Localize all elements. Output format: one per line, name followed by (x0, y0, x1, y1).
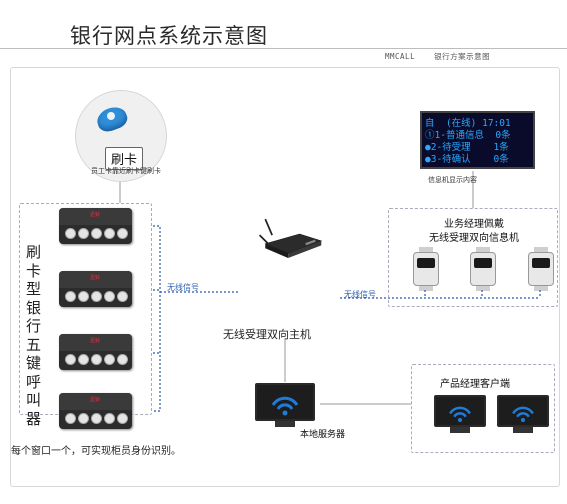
wifi-icon (271, 396, 299, 416)
host-label: 无线受理双向主机 (223, 328, 311, 341)
pager-device-1: 迅铃 (59, 208, 132, 244)
server-monitor (255, 383, 315, 427)
header-right: MMCALL 银行方案示意图 (385, 51, 504, 62)
header-subtitle: 银行方案示意图 (434, 52, 491, 61)
screen-line-2: ①1-普通信息 0条 (425, 130, 511, 141)
bottom-note: 每个窗口一个，可实现柜员身份识别。 (11, 446, 181, 457)
wifi-icon (512, 406, 534, 423)
info-screen: 自 (在线) 17:01 ①1-普通信息 0条 ●2-待受理 1条 ●3-待确认… (420, 111, 535, 169)
pager-key (78, 354, 89, 365)
manager-label-line2: 无线受理双向信息机 (429, 233, 519, 244)
pager-brand: 迅铃 (90, 397, 101, 403)
client-monitor-2 (497, 395, 549, 433)
header-brand: MMCALL (385, 52, 416, 61)
host-device (258, 218, 323, 258)
rfid-tag-hole (107, 112, 115, 120)
pager-key (104, 291, 115, 302)
pager-key (91, 354, 102, 365)
pager-key (117, 291, 128, 302)
pager-key (65, 354, 76, 365)
pager-key (78, 228, 89, 239)
watch-icon (470, 247, 496, 291)
product-manager-label: 产品经理客户端 (440, 379, 510, 390)
card-label: 刷卡 (105, 147, 144, 170)
pager-bus-line (153, 225, 161, 412)
manager-label-line1: 业务经理佩戴 (444, 219, 504, 230)
pager-key (91, 291, 102, 302)
pager-key (78, 291, 89, 302)
pager-device-4: 迅铃 (59, 393, 132, 429)
pager-key (78, 413, 89, 424)
pager-brand: 迅铃 (90, 212, 101, 218)
screen-line-4: ●3-待确认 0条 (425, 154, 509, 165)
header-divider (0, 48, 567, 49)
pager-key (91, 413, 102, 424)
client-monitor-1 (434, 395, 486, 433)
screen-caption: 信息机显示内容 (428, 176, 477, 184)
pager-key (65, 291, 76, 302)
pager-brand: 迅铃 (90, 338, 101, 344)
watch-icon (413, 247, 439, 291)
page-title: 银行网点系统示意图 (70, 24, 268, 48)
pager-key (104, 413, 115, 424)
antenna-icon (264, 218, 273, 236)
card-description: 员工卡靠近刷卡键刷卡 (91, 167, 161, 175)
pager-key (104, 228, 115, 239)
signal-left-label: 无线信号 (167, 283, 199, 292)
pager-key (117, 228, 128, 239)
pager-brand: 迅铃 (90, 275, 101, 281)
manager-group (388, 208, 558, 307)
product-manager-group (411, 364, 555, 453)
pager-group-label: 刷 卡 型 银 行 五 键 呼 叫 器 (26, 243, 42, 428)
antenna-icon (258, 234, 270, 245)
diagram-frame (10, 67, 560, 487)
watch-icon (528, 247, 554, 291)
wifi-icon (449, 406, 471, 423)
pager-key (117, 413, 128, 424)
pager-key (117, 354, 128, 365)
pager-device-2: 迅铃 (59, 271, 132, 307)
server-label: 本地服务器 (300, 430, 346, 440)
pager-key (104, 354, 115, 365)
signal-right-label: 无线信号 (344, 290, 376, 299)
screen-line-3: ●2-待受理 1条 (425, 142, 509, 153)
pager-key (91, 228, 102, 239)
pager-key (65, 413, 76, 424)
pager-key (65, 228, 76, 239)
pager-device-3: 迅铃 (59, 334, 132, 370)
screen-line-1: 自 (在线) 17:01 (425, 118, 511, 129)
